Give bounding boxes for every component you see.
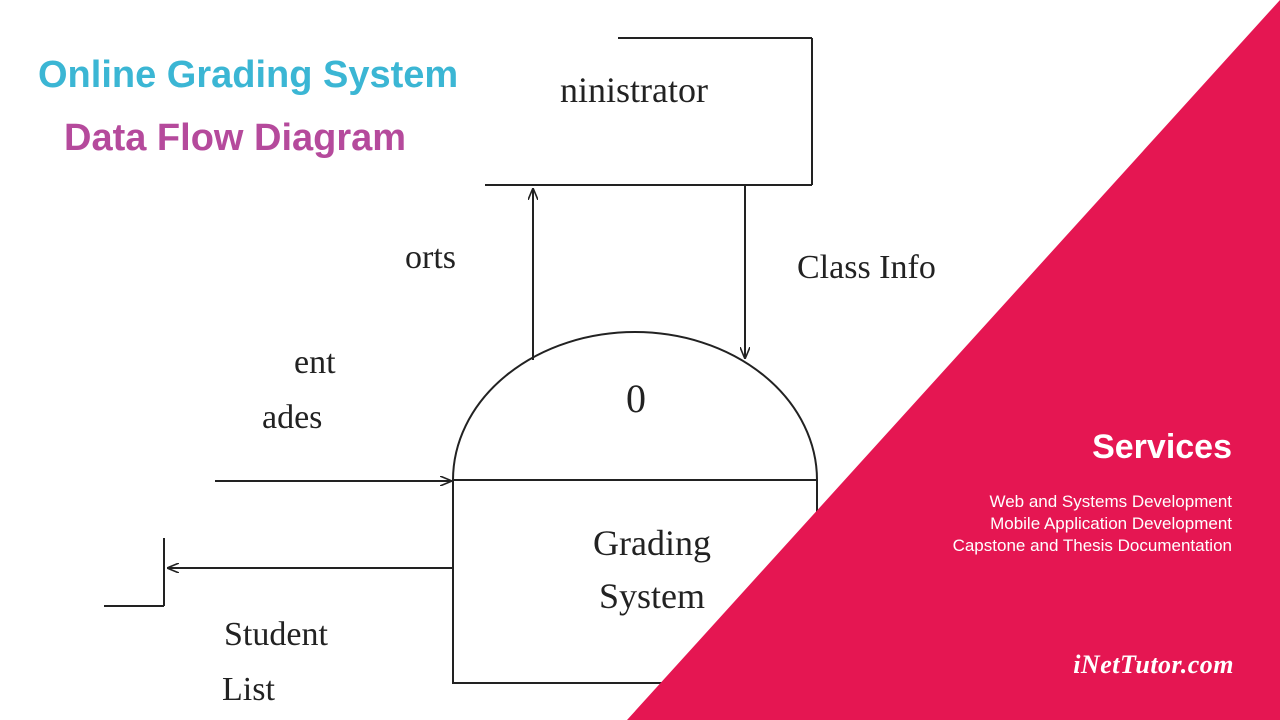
service-item: Web and Systems Development <box>989 492 1232 511</box>
process-name-line2: System <box>599 576 705 616</box>
reports-flow-label: orts <box>405 239 456 276</box>
student-grades-label-line2: ades <box>262 399 322 436</box>
data-store <box>104 538 165 607</box>
process-number: 0 <box>626 376 646 421</box>
administrator-entity: ninistrator <box>485 37 813 186</box>
process-name-line1: Grading <box>593 523 711 563</box>
grading-system-process: 0 Grading System <box>452 331 818 684</box>
service-item: Mobile Application Development <box>990 514 1232 533</box>
student-list-label-line2: List <box>222 671 275 708</box>
class-info-flow-label: Class Info <box>797 249 936 286</box>
brand-logo: iNetTutor.com <box>1073 650 1234 679</box>
page-title: Online Grading System <box>38 54 459 96</box>
page-subtitle: Data Flow Diagram <box>64 117 407 159</box>
service-item: Capstone and Thesis Documentation <box>952 536 1232 555</box>
services-list: Web and Systems Development Mobile Appli… <box>953 491 1232 557</box>
services-heading: Services <box>1092 428 1232 466</box>
entity-label: ninistrator <box>560 70 708 110</box>
services-section: Services Web and Systems Development Mob… <box>953 428 1232 557</box>
student-grades-label-line1: ent <box>294 344 336 381</box>
student-list-label-line1: Student <box>224 616 328 653</box>
